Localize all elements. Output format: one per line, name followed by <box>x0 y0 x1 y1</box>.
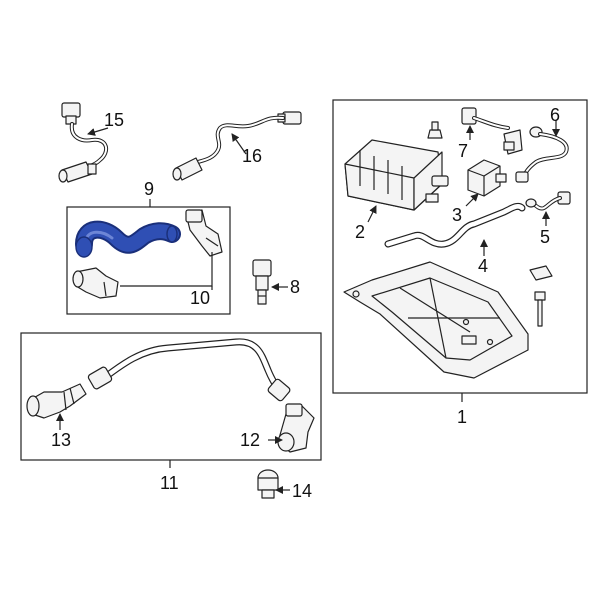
vent-tube-icon[interactable] <box>384 202 526 248</box>
leader-10-bracket <box>120 252 213 287</box>
callout-11: 11 <box>160 473 179 493</box>
group-box-11 <box>20 332 322 461</box>
callout-13: 13 <box>51 430 71 450</box>
harness-5-icon[interactable] <box>525 191 571 211</box>
harness-6-icon[interactable] <box>515 126 569 183</box>
charcoal-canister-icon[interactable] <box>344 139 449 211</box>
oxygen-sensor-16-icon[interactable] <box>172 111 302 181</box>
callout-7: 7 <box>458 141 468 161</box>
callout-10: 10 <box>190 288 210 308</box>
arrow-2 <box>367 205 377 223</box>
purge-valve-icon[interactable] <box>467 159 507 197</box>
hose-highlighted-icon[interactable] <box>75 220 181 258</box>
callout-9: 9 <box>144 179 154 199</box>
arrow-3 <box>465 193 479 207</box>
harness-7-icon[interactable] <box>461 107 523 155</box>
arrow-16 <box>231 133 247 155</box>
callout-3: 3 <box>452 205 462 225</box>
callout-6: 6 <box>550 105 560 125</box>
callout-8: 8 <box>290 277 300 297</box>
callout-2: 2 <box>355 222 365 242</box>
callout-1: 1 <box>457 407 467 427</box>
connector-upper-right-icon[interactable] <box>185 209 223 257</box>
arrow-15 <box>87 127 109 136</box>
clip-icon <box>529 265 553 281</box>
oxygen-sensor-15-icon[interactable] <box>58 102 109 183</box>
callout-5: 5 <box>540 227 550 247</box>
connector-12-icon[interactable] <box>277 403 315 453</box>
skid-plate-bracket-icon[interactable] <box>343 261 529 379</box>
callout-14: 14 <box>292 481 312 501</box>
connector-lower-left-icon[interactable] <box>72 267 119 299</box>
callout-16: 16 <box>242 146 262 166</box>
fastener-icon <box>427 121 443 139</box>
callout-15: 15 <box>104 110 124 130</box>
valve-8-icon[interactable] <box>252 259 272 305</box>
fitting-14-icon[interactable] <box>257 469 279 499</box>
group-box-9 <box>66 206 231 315</box>
group-box-1 <box>332 99 588 394</box>
fuel-line-icon[interactable] <box>87 338 291 402</box>
bolt-icon <box>534 291 546 327</box>
callout-12: 12 <box>240 430 260 450</box>
callout-4: 4 <box>478 256 488 276</box>
connector-13-icon[interactable] <box>26 383 87 419</box>
